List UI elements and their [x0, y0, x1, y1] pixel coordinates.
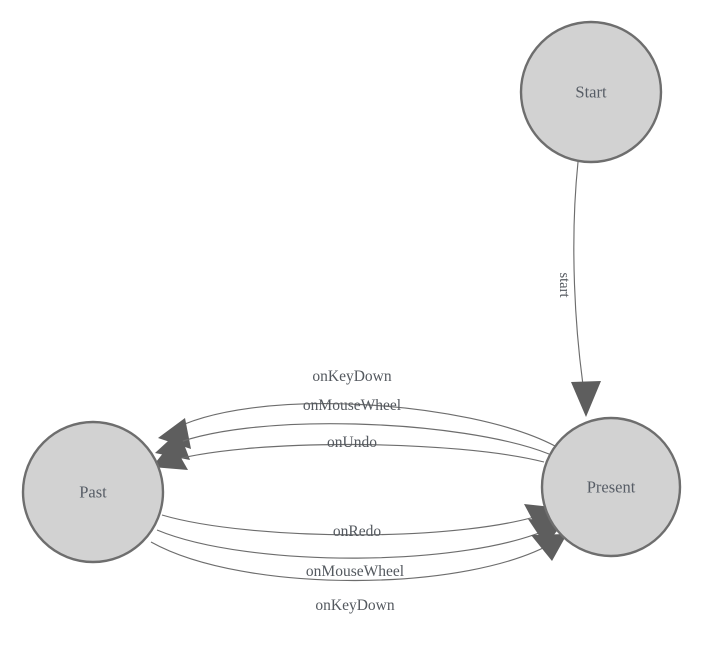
- edge-present-past-onundo[interactable]: onUndo: [152, 434, 545, 470]
- node-past-label: Past: [79, 483, 107, 502]
- arrowhead-present-past-3: [152, 442, 188, 470]
- edge-label-present-past-1: onKeyDown: [312, 368, 391, 385]
- node-start-label: Start: [575, 83, 607, 102]
- node-group: Start Past Present: [21, 20, 682, 564]
- node-present-label: Present: [587, 478, 636, 497]
- edge-label-start: start: [556, 273, 572, 298]
- edge-group: start onKeyDown onMouseWheel onUndo: [150, 161, 601, 614]
- node-present[interactable]: Present: [540, 416, 682, 558]
- node-past-circle[interactable]: [21, 420, 165, 564]
- arrowhead-start: [571, 381, 601, 417]
- edge-line-start: [573, 161, 587, 406]
- edge-label-present-past-3: onUndo: [327, 434, 377, 451]
- edge-line-past-present-3: [150, 540, 557, 582]
- edge-start[interactable]: start: [556, 161, 601, 417]
- edge-past-present-onkeydown[interactable]: onKeyDown: [150, 534, 567, 614]
- node-start[interactable]: Start: [519, 20, 663, 164]
- edge-line-past-present-2: [156, 526, 554, 559]
- edge-label-present-past-2: onMouseWheel: [303, 397, 401, 414]
- arrowhead-past-present-3: [531, 534, 567, 561]
- node-start-circle[interactable]: [519, 20, 663, 164]
- edge-line-present-past-2: [164, 423, 550, 455]
- edge-label-past-present-3: onKeyDown: [315, 597, 394, 614]
- edge-line-past-present-1: [161, 511, 551, 536]
- edge-line-present-past-1: [167, 403, 556, 447]
- edge-past-present-onredo[interactable]: onRedo: [161, 504, 561, 540]
- edge-label-past-present-2: onMouseWheel: [306, 563, 404, 580]
- edge-label-past-present-1: onRedo: [333, 523, 381, 540]
- node-past[interactable]: Past: [21, 420, 165, 564]
- node-present-circle[interactable]: [540, 416, 682, 558]
- edge-line-present-past-3: [162, 443, 545, 464]
